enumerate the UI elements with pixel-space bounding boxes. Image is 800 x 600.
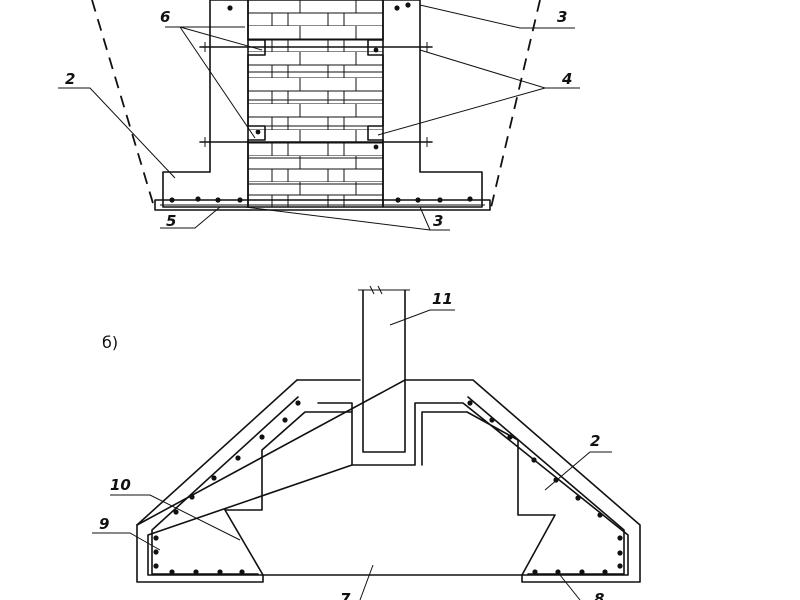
left-concrete-jacket [162,0,266,208]
right-concrete-jacket [367,0,483,208]
leader-7 [359,564,374,600]
label-3-bottom: 3 [433,212,443,230]
label-5: 5 [166,212,176,230]
leader-2-top [58,87,176,179]
rebar-right-chain [467,396,625,575]
base-slab [154,199,491,211]
leader-4 [377,49,580,136]
label-11: 11 [432,290,453,308]
foundation-inner-contour [147,402,629,576]
label-2-b: 2 [590,432,600,450]
label-7: 7 [340,590,351,600]
column [362,289,406,453]
top-section-strengthened-foundation: 6 3 4 2 5 3 [58,0,580,231]
rebar-dots-top [169,2,473,203]
excavation-left-dashed [91,0,156,211]
excavation-right-dashed [489,0,541,213]
leader-6 [165,26,263,139]
tie-rod-upper [199,42,433,52]
label-3-top: 3 [557,8,567,26]
label-9: 9 [99,515,109,533]
label-6: 6 [160,8,170,26]
label-8: 8 [594,590,604,600]
leader-11 [389,309,455,326]
leader-3-top [419,4,575,29]
label-10: 10 [110,476,131,494]
bottom-section-cast-foundation: б) [92,285,641,600]
foundation-outer-contour [136,379,641,583]
label-2-top: 2 [65,70,75,88]
brick-masonry [247,0,384,208]
section-label-b: б) [102,333,118,352]
leader-3-bottom [244,206,450,231]
leader-10 [110,494,241,541]
rebar-dots-bottom [153,400,623,575]
label-4: 4 [561,70,572,88]
leader-5 [160,206,221,229]
leader-2-b [544,451,612,491]
leader-8 [559,574,581,600]
tie-rod-lower [199,137,433,147]
rebar-left-chain [151,396,299,575]
leader-9 [92,532,161,551]
